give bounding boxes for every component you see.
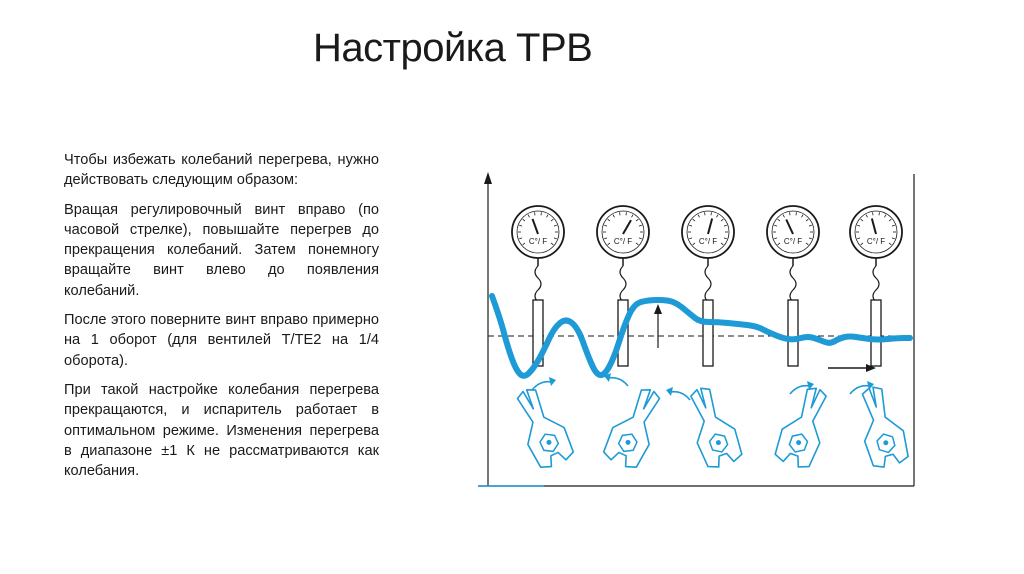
adjusting-wrench-icon [602, 389, 661, 468]
turn-arrow-icon [666, 387, 691, 401]
gauges-group: C°/ F C°/ F C°/ F C°/ F C°/ F [511, 205, 903, 312]
gauge-unit-label: C°/ F [529, 237, 547, 246]
sensor-bulb-icon [702, 299, 714, 367]
rise-arrow-icon [654, 304, 662, 314]
gauge-icon: C°/ F [681, 205, 735, 312]
adjusting-wrench-icon [690, 387, 743, 468]
paragraph-2: Вращая регулировочный винт вправо (по ча… [64, 201, 379, 299]
gauge-icon: C°/ F [766, 205, 820, 312]
adjusting-wrench-icon [516, 389, 575, 468]
paragraph-3: После этого поверните винт вправо пример… [64, 312, 379, 369]
sensor-bulb-icon [787, 299, 799, 367]
superheat-curve [489, 293, 913, 379]
wrenches-group [516, 386, 909, 468]
turn-arrows-group [531, 373, 874, 401]
gauge-unit-label: C°/ F [699, 237, 717, 246]
superheat-oscillation-diagram: C°/ F C°/ F C°/ F C°/ F C°/ F [478, 168, 918, 490]
gauge-icon: C°/ F [511, 205, 565, 312]
y-axis-arrow-icon [484, 172, 492, 184]
time-arrow-icon [866, 364, 876, 372]
turn-arrow-icon [604, 373, 629, 387]
gauge-icon: C°/ F [849, 205, 903, 312]
gauge-unit-label: C°/ F [784, 237, 802, 246]
adjusting-wrench-icon [774, 387, 827, 468]
turn-arrow-icon [531, 377, 556, 391]
gauge-unit-label: C°/ F [867, 237, 885, 246]
turn-arrow-icon [789, 381, 814, 395]
adjusting-wrench-icon [861, 386, 909, 468]
sensor-bulb-icon [870, 299, 882, 367]
diagram-svg: C°/ F C°/ F C°/ F C°/ F C°/ F [478, 172, 915, 487]
paragraph-1: Чтобы избежать колебаний перегрева, нужн… [64, 152, 379, 189]
text-column: Чтобы избежать колебаний перегрева, нужн… [64, 150, 379, 490]
gauge-unit-label: C°/ F [614, 237, 632, 246]
turn-arrow-icon [849, 381, 874, 395]
slide-title: Настройка ТРВ [313, 26, 593, 70]
paragraph-4: При такой настройке колебания перегрева … [64, 381, 379, 480]
gauge-icon: C°/ F [596, 205, 650, 312]
